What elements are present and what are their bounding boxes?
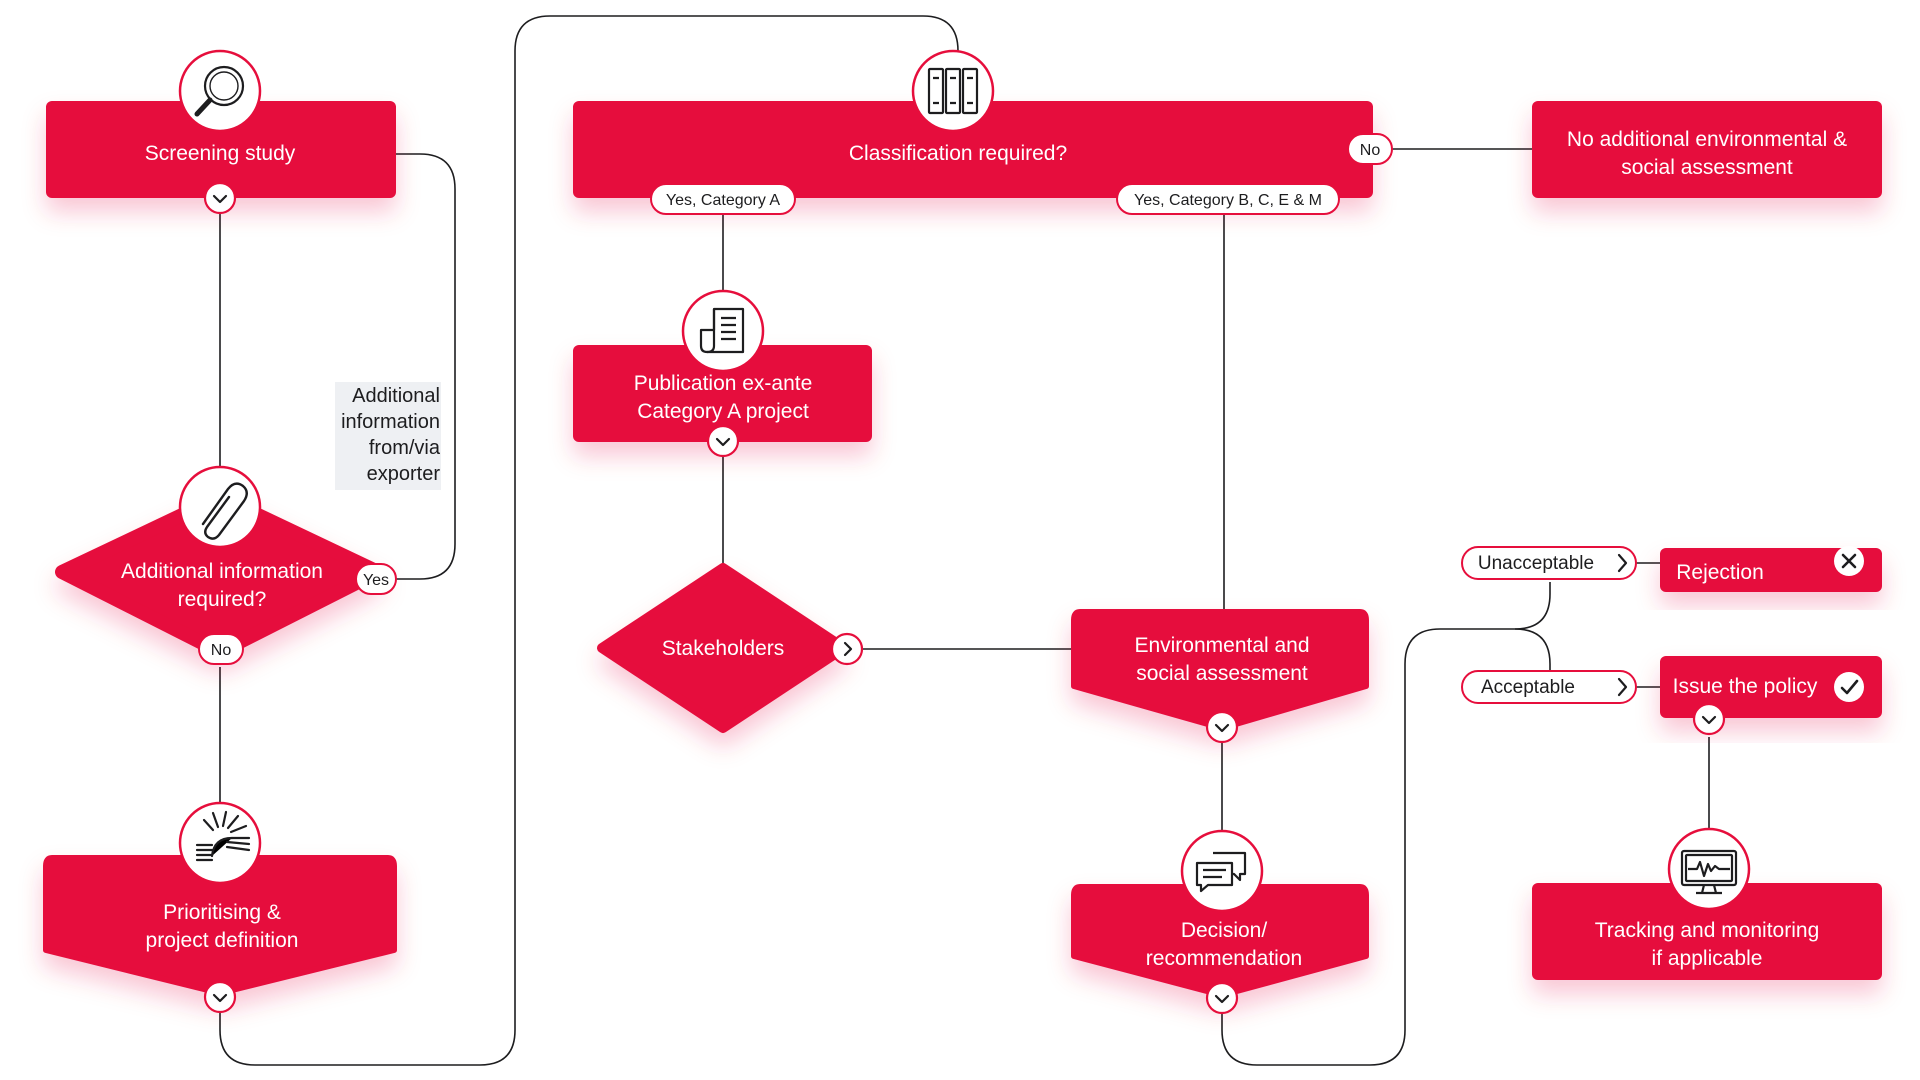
chevron-right-icon[interactable] <box>830 632 864 666</box>
node-prioritising[interactable] <box>43 855 397 996</box>
label-unacceptable[interactable]: Unacceptable <box>1461 546 1637 580</box>
node-tracking-line2: if applicable <box>1652 947 1763 970</box>
label-yes-text: Yes <box>363 572 389 589</box>
note-line-3: from/via <box>369 437 441 459</box>
node-decision-line2: recommendation <box>1146 947 1302 970</box>
binders-icon <box>911 49 995 133</box>
connector-decision-to-branch <box>1221 582 1551 1066</box>
document-icon <box>681 289 765 373</box>
note-additional-information: Additional information from/via exporter <box>335 382 441 490</box>
chat-bubbles-icon <box>1180 829 1264 913</box>
connector-yes-loop <box>395 153 456 580</box>
label-yes-category-bcem[interactable]: Yes, Category B, C, E & M <box>1116 183 1340 215</box>
node-stakeholders-label: Stakeholders <box>662 637 785 660</box>
label-yes-category-a-text: Yes, Category A <box>666 192 780 209</box>
label-no-left[interactable]: No <box>198 633 244 665</box>
chevron-down-icon[interactable] <box>203 181 237 215</box>
label-no-right-text: No <box>1360 142 1381 159</box>
label-unacceptable-text: Unacceptable <box>1478 553 1594 574</box>
node-screening-study[interactable] <box>46 101 396 198</box>
node-env-assessment-line2: social assessment <box>1136 662 1308 685</box>
magnifier-icon <box>178 49 262 133</box>
monitor-icon <box>1667 827 1751 911</box>
chevron-down-icon[interactable] <box>1205 981 1239 1015</box>
node-tracking-line1: Tracking and monitoring <box>1595 919 1820 942</box>
node-classification-label: Classification required? <box>849 142 1067 165</box>
node-publication-line2: Category A project <box>637 400 809 423</box>
node-tracking[interactable] <box>1532 883 1882 980</box>
node-additional-info-line2: required? <box>178 588 267 611</box>
node-issue-policy-label: Issue the policy <box>1673 675 1818 698</box>
connector-prioritising-to-classification <box>219 15 959 1066</box>
node-no-additional-line2: social assessment <box>1621 156 1793 179</box>
note-line-4: exporter <box>367 463 441 485</box>
node-no-additional[interactable] <box>1532 101 1882 198</box>
node-rejection[interactable] <box>1660 548 1882 592</box>
node-additional-info-line1: Additional information <box>121 560 323 583</box>
node-prioritising-line1: Prioritising & <box>163 901 281 924</box>
chevron-down-icon[interactable] <box>203 980 237 1014</box>
node-publication[interactable] <box>573 345 872 442</box>
close-icon <box>1834 546 1864 576</box>
label-acceptable-text: Acceptable <box>1481 677 1575 698</box>
node-classification[interactable] <box>573 101 1373 198</box>
note-line-2: information <box>341 411 440 433</box>
node-decision[interactable] <box>1071 884 1369 998</box>
label-no-left-text: No <box>211 642 232 659</box>
label-yes-category-bcem-text: Yes, Category B, C, E & M <box>1134 192 1322 209</box>
check-icon <box>1834 672 1864 702</box>
paperclip-icon <box>178 465 262 549</box>
label-no-right[interactable]: No <box>1347 133 1393 165</box>
node-rejection-label: Rejection <box>1676 561 1764 584</box>
node-prioritising-line2: project definition <box>146 929 299 952</box>
label-yes[interactable]: Yes <box>355 563 397 595</box>
label-acceptable[interactable]: Acceptable <box>1461 670 1637 704</box>
connector-branch-to-acceptable <box>1514 628 1551 673</box>
connectors <box>219 15 1710 1066</box>
note-line-1: Additional <box>352 385 440 407</box>
chevron-down-icon[interactable] <box>706 424 740 458</box>
node-env-assessment-line1: Environmental and <box>1134 634 1309 657</box>
node-issue-policy[interactable] <box>1660 656 1882 718</box>
chevron-down-icon[interactable] <box>1205 710 1239 744</box>
node-screening-study-label: Screening study <box>145 142 296 165</box>
node-publication-line1: Publication ex-ante <box>634 372 813 395</box>
node-no-additional-line1: No additional environmental & <box>1567 128 1847 151</box>
sunrise-icon <box>178 801 262 885</box>
node-decision-line1: Decision/ <box>1181 919 1268 942</box>
node-env-assessment[interactable] <box>1071 609 1369 731</box>
chevron-down-icon[interactable] <box>1692 702 1726 736</box>
label-yes-category-a[interactable]: Yes, Category A <box>650 183 796 215</box>
